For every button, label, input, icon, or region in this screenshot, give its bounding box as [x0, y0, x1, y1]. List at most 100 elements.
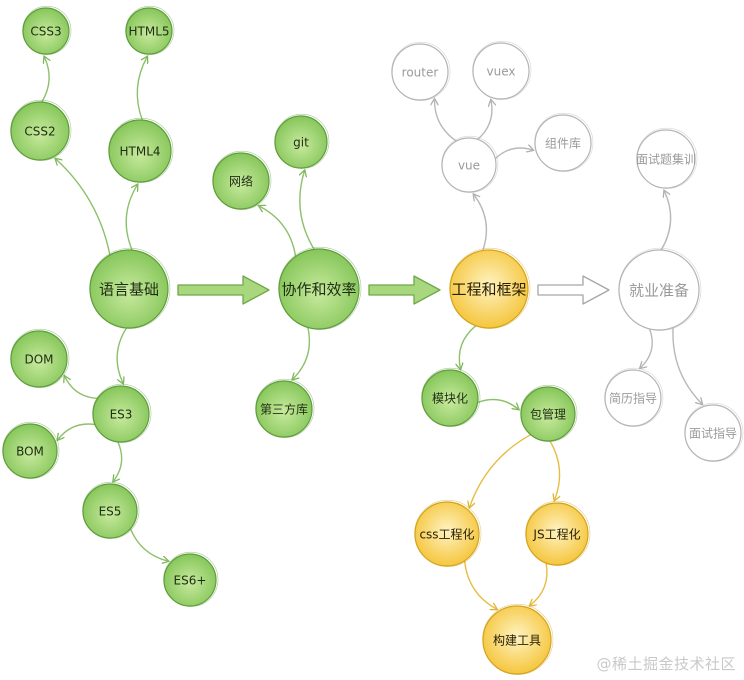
edge-baoguanli-to-jsgc — [549, 440, 560, 500]
edge-yuyan-to-css2 — [56, 159, 111, 256]
node-yuyan-label: 语言基础 — [99, 281, 159, 299]
node-html4: HTML4 — [108, 117, 174, 183]
node-router-sketch-outline — [391, 41, 451, 101]
node-mianshiti: 面试题集训 — [636, 127, 698, 189]
edge-gongcheng-to-vue — [474, 195, 488, 251]
node-gongcheng-sketch-outline — [449, 247, 531, 329]
node-yuyan-circle — [89, 249, 169, 329]
node-cssgc: css工程化 — [414, 499, 482, 567]
node-es5: ES5 — [82, 481, 140, 539]
node-jianli-sketch-outline — [604, 367, 664, 427]
edge-es5-to-es6 — [129, 528, 168, 562]
node-css3-sketch-outline — [22, 5, 72, 55]
node-disanfang: 第三方库 — [255, 378, 315, 438]
node-mokuaihua: 模块化 — [421, 367, 481, 427]
edge-vue-to-zujianku — [494, 148, 533, 160]
node-vuex: vuex — [472, 40, 532, 100]
node-mianshi-sketch-outline — [684, 402, 744, 462]
node-gongcheng-label: 工程和框架 — [451, 281, 526, 299]
node-jianli-circle — [604, 369, 662, 427]
node-es6-label: ES6+ — [174, 574, 207, 588]
node-disanfang-circle — [255, 380, 313, 438]
edge-css2-to-css3 — [41, 57, 49, 103]
node-gongcheng-circle — [449, 249, 529, 329]
node-xiezuo-label: 协作和效率 — [281, 281, 356, 299]
node-jiuye-circle — [618, 249, 700, 331]
edge-jsgc-to-goujian — [530, 562, 548, 605]
edge-html4-to-html5 — [136, 57, 147, 121]
edge-jiuye-to-mianshiti — [660, 191, 672, 251]
node-goujian-sketch-outline — [482, 603, 554, 675]
node-es3: ES3 — [92, 383, 152, 443]
node-baoguanli-label: 包管理 — [530, 407, 566, 422]
node-cssgc-sketch-outline — [414, 499, 482, 567]
node-html5: HTML5 — [125, 5, 175, 55]
edge-baoguanli-to-cssgc — [470, 434, 531, 508]
node-mianshiti-circle — [636, 129, 696, 189]
edge-cssgc-to-goujian — [463, 560, 497, 609]
node-vue-sketch-outline — [441, 135, 499, 193]
edge-yuyan-to-es3 — [116, 327, 128, 383]
node-es3-label: ES3 — [110, 408, 133, 422]
node-es5-sketch-outline — [82, 481, 140, 539]
node-wangluo-sketch-outline — [212, 150, 272, 210]
node-html4-label: HTML4 — [119, 145, 160, 159]
node-jianli-label: 简历指导 — [609, 391, 657, 406]
node-router-circle — [391, 43, 449, 101]
node-dom-label: DOM — [24, 353, 53, 367]
node-jiuye: 就业准备 — [618, 247, 702, 331]
node-es5-circle — [82, 483, 138, 539]
node-html5-label: HTML5 — [128, 25, 169, 39]
node-jsgc: JS工程化 — [525, 500, 591, 566]
node-vuex-label: vuex — [487, 65, 516, 79]
node-xiezuo-circle — [278, 248, 360, 330]
node-es6-circle — [163, 553, 217, 607]
node-git-label: git — [293, 136, 309, 150]
node-wangluo: 网络 — [212, 150, 272, 210]
node-es6-sketch-outline — [163, 551, 219, 607]
node-css2: CSS2 — [10, 99, 72, 161]
node-dom: DOM — [10, 328, 70, 388]
node-router: router — [391, 41, 451, 101]
node-es3-circle — [92, 385, 150, 443]
node-xiezuo: 协作和效率 — [278, 246, 362, 330]
node-jiuye-sketch-outline — [618, 247, 702, 331]
edge-mokuaihua-to-baoguanli — [477, 398, 519, 409]
node-goujian: 构建工具 — [482, 603, 554, 675]
node-mokuaihua-circle — [421, 369, 479, 427]
edge-yuyan-to-html4 — [125, 185, 137, 251]
node-bom: BOM — [2, 421, 60, 479]
node-html4-sketch-outline — [108, 117, 174, 183]
node-mianshi-label: 面试指导 — [689, 426, 737, 441]
node-zujianku-circle — [534, 114, 592, 172]
node-baoguanli-circle — [520, 386, 576, 442]
node-html5-circle — [125, 7, 173, 55]
node-jiuye-label: 就业准备 — [629, 282, 689, 300]
node-es3-sketch-outline — [92, 383, 152, 443]
node-disanfang-label: 第三方库 — [260, 402, 308, 417]
node-router-label: router — [402, 66, 439, 80]
node-css2-circle — [10, 101, 70, 161]
node-wangluo-circle — [212, 152, 270, 210]
node-css3-circle — [22, 7, 70, 55]
edge-vue-to-vuex — [477, 100, 492, 140]
node-vuex-sketch-outline — [472, 40, 532, 100]
node-git-sketch-outline — [274, 113, 330, 169]
node-vue: vue — [441, 135, 499, 193]
node-xiezuo-sketch-outline — [278, 246, 362, 330]
stage-arrow-gongcheng-to-jiuye — [537, 275, 610, 305]
edge-vue-to-router — [434, 99, 457, 142]
node-vue-label: vue — [458, 159, 480, 173]
node-jsgc-sketch-outline — [525, 500, 591, 566]
stage-arrow-xiezuo-to-gongcheng — [368, 275, 441, 305]
node-jianli: 简历指导 — [604, 367, 664, 427]
stage-arrow-yuyan-to-xiezuo — [177, 275, 270, 305]
node-mokuaihua-label: 模块化 — [432, 392, 468, 406]
node-git-circle — [274, 115, 328, 169]
node-css3-label: CSS3 — [30, 25, 61, 39]
node-vue-circle — [441, 137, 497, 193]
node-goujian-circle — [482, 605, 552, 675]
